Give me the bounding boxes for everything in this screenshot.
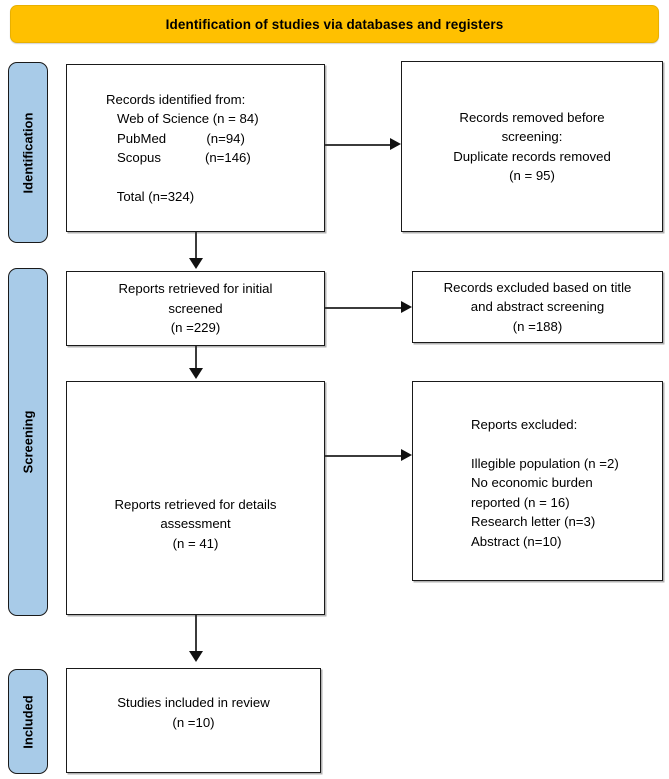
box-line [471,434,662,454]
box-line: Reports retrieved for initial [118,281,273,297]
box-line: Records excluded based on title [443,279,632,295]
connector-initial-to-excluded-title [325,307,403,309]
box-reports-retrieved-details: Reports retrieved for details assessment… [66,381,325,615]
diagram-title: Identification of studies via databases … [165,16,504,32]
connector-identified-to-removed [325,144,391,146]
phase-label-included: Included [8,669,48,774]
box-line: Illegible population (n =2) [471,455,619,471]
arrowhead-initial-to-details [189,368,203,379]
box-line: assessment [160,516,231,532]
box-line: screened [168,300,223,316]
box-line: and abstract screening [470,299,605,315]
diagram-header-banner: Identification of studies via databases … [10,5,659,43]
box-reports-excluded-reasons: Reports excluded: Illegible population (… [412,381,663,581]
connector-initial-to-details [195,346,197,370]
connector-identified-to-initial [195,232,197,260]
box-line: (n = 95) [509,168,555,183]
box-line: No economic burden [471,475,593,491]
arrowhead-details-to-excluded-reasons [401,449,412,461]
arrowhead-initial-to-excluded-title [401,301,412,313]
box-line: Reports retrieved for details [114,496,277,512]
connector-details-to-included [195,615,197,653]
box-line: PubMed (n=94) [106,130,245,146]
box-records-excluded-title-abstract: Records excluded based on title and abst… [412,271,663,343]
phase-label-screening: Screening [8,268,48,616]
connector-details-to-excluded-reasons [325,455,403,457]
box-line: (n =10) [172,714,215,730]
box-line: Records identified from: [106,91,246,107]
arrowhead-identified-to-removed [390,138,401,150]
arrowhead-identified-to-initial [189,258,203,269]
phase-label-included-text: Included [20,694,36,749]
box-line: Abstract (n=10) [471,533,562,549]
box-line: screening: [501,129,563,144]
box-line: (n =229) [170,320,221,336]
phase-label-screening-text: Screening [20,410,36,474]
box-line: Duplicate records removed [453,148,611,164]
box-studies-included: Studies included in review (n =10) [66,668,321,773]
box-line: Web of Science (n = 84) [106,111,259,126]
box-line: Reports excluded: [471,416,578,432]
box-records-identified: Records identified from: Web of Science … [66,64,325,232]
box-line [106,168,324,188]
box-line: Total (n=324) [106,189,195,204]
box-reports-retrieved-initial: Reports retrieved for initial screened (… [66,271,325,346]
box-records-removed: Records removed before screening: Duplic… [401,61,663,232]
arrowhead-details-to-included [189,651,203,662]
box-line: Research letter (n=3) [471,514,596,530]
box-line: (n = 41) [172,535,219,551]
box-line: reported (n = 16) [471,494,570,510]
phase-label-identification-text: Identification [20,112,36,193]
box-line: Studies included in review [117,695,270,710]
box-line: Records removed before [459,109,605,125]
box-line: Scopus (n=146) [106,150,251,165]
box-line: (n =188) [512,318,563,334]
phase-label-identification: Identification [8,62,48,243]
